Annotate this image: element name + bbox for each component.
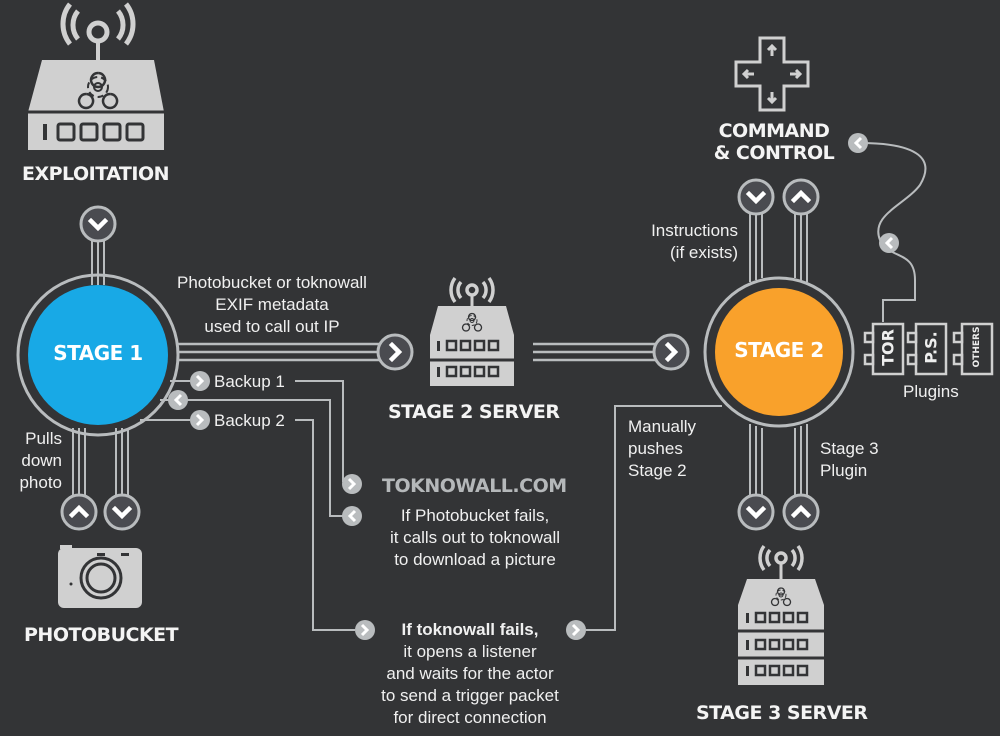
- manually-line-2: pushes: [628, 439, 683, 458]
- toknowall-description: If Photobucket fails, it calls out to to…: [365, 505, 585, 571]
- listener-desc-line-5: for direct connection: [393, 708, 547, 727]
- exif-annotation: Photobucket or toknowall EXIF metadata u…: [160, 272, 384, 338]
- stage1-label: STAGE 1: [53, 341, 143, 365]
- up-arrow-node: [782, 178, 820, 216]
- cc-stage2-connectors: [749, 212, 808, 282]
- listener-out-node: [566, 620, 586, 640]
- plugin-ps: P.S.: [921, 331, 941, 364]
- instructions-annotation: Instructions (if exists): [620, 220, 738, 264]
- listener-description: If toknowall fails, it opens a listener …: [370, 619, 570, 729]
- manual-push-line: [586, 405, 722, 631]
- pulls-line-3: photo: [19, 473, 62, 492]
- exploitation-server-icon: [28, 2, 164, 150]
- manually-line-1: Manually: [628, 417, 697, 436]
- photobucket-label: PHOTOBUCKET: [24, 624, 179, 646]
- backup2-label: Backup 2: [214, 411, 285, 430]
- stage3-plugin-line-2: Plugin: [820, 461, 868, 480]
- exif-line-1: Photobucket or toknowall: [177, 273, 367, 292]
- plugin-others: OTHERS: [972, 326, 982, 368]
- cc-line-1: COMMAND: [718, 120, 830, 142]
- listener-desc-line-2: it opens a listener: [403, 642, 537, 661]
- listener-in-node: [355, 620, 375, 640]
- down-arrow-node: [103, 493, 141, 531]
- stage1-photobucket-connectors: [72, 428, 129, 498]
- listener-desc-line-1: If toknowall fails,: [401, 620, 539, 639]
- toknowall-in-node: [342, 474, 362, 494]
- toknowall-desc-line-1: If Photobucket fails,: [400, 506, 550, 525]
- command-control-label: COMMAND & CONTROL: [712, 120, 836, 164]
- exploitation-stage1-connector: [91, 240, 105, 285]
- camera-icon: [58, 545, 142, 608]
- instructions-line-2: (if exists): [670, 243, 738, 262]
- backup2-node: [190, 410, 210, 430]
- plugins-label: Plugins: [903, 382, 959, 401]
- toknowall-desc-line-3: to download a picture: [394, 550, 556, 569]
- stage1-to-stage2server-connector: [177, 342, 380, 362]
- cc-line-2: & CONTROL: [713, 142, 835, 164]
- toknowall-out-node: [342, 506, 362, 526]
- backup-return-node: [168, 390, 188, 410]
- stage2-server-label: STAGE 2 SERVER: [388, 401, 560, 423]
- stage2-node: [703, 276, 855, 428]
- down-arrow-node: [737, 493, 775, 531]
- toknowall-label: TOKNOWALL.COM: [382, 475, 567, 497]
- stage2-stage3-connectors: [749, 424, 808, 497]
- listener-desc-line-4: to send a trigger packet: [381, 686, 559, 705]
- right-arrow-node: [652, 333, 690, 371]
- stage2server-to-stage2-connector: [533, 342, 656, 362]
- exif-line-2: EXIF metadata: [215, 295, 329, 314]
- manually-annotation: Manually pushes Stage 2: [628, 416, 696, 482]
- stage3-plugin-annotation: Stage 3 Plugin: [820, 438, 879, 482]
- exif-line-3: used to call out IP: [204, 317, 340, 336]
- stage3-plugin-line-1: Stage 3: [820, 439, 879, 458]
- exploitation-label: EXPLOITATION: [22, 163, 170, 185]
- backup1-node: [190, 371, 210, 391]
- manually-line-3: Stage 2: [628, 461, 687, 480]
- stage3-server-label: STAGE 3 SERVER: [696, 702, 868, 724]
- stage2-server-icon: [430, 276, 514, 386]
- dpad-icon: [734, 36, 810, 112]
- down-arrow-node: [737, 178, 775, 216]
- stage3-server-icon: [738, 544, 824, 685]
- pulls-line-2: down: [21, 451, 62, 470]
- stage2-label: STAGE 2: [734, 338, 824, 362]
- backup-lines: [140, 380, 355, 631]
- plugins-cc-connector: [848, 133, 927, 322]
- plugin-chips: [863, 322, 994, 376]
- down-arrow-node: [79, 205, 117, 243]
- toknowall-desc-line-2: it calls out to toknowall: [389, 528, 561, 547]
- instructions-line-1: Instructions: [651, 221, 738, 240]
- up-arrow-node: [60, 493, 98, 531]
- pulls-down-annotation: Pulls down photo: [10, 428, 62, 494]
- plugin-tor: TOR: [878, 329, 898, 366]
- up-arrow-node: [782, 493, 820, 531]
- listener-desc-line-3: and waits for the actor: [386, 664, 554, 683]
- backup1-label: Backup 1: [214, 372, 285, 391]
- right-arrow-node: [376, 333, 414, 371]
- pulls-line-1: Pulls: [25, 429, 62, 448]
- stage1-node: [16, 273, 180, 437]
